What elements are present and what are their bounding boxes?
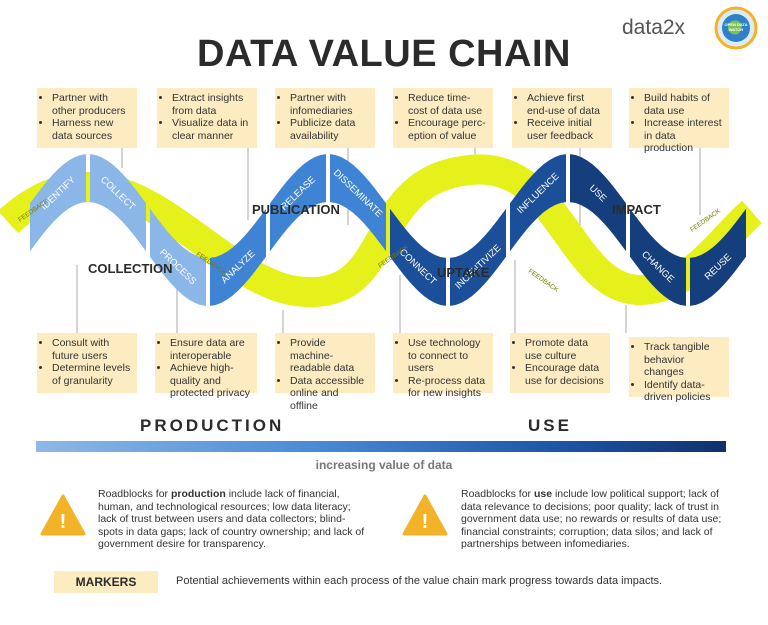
note-item: Ensure data are interoperable (170, 337, 251, 362)
segment-change (630, 208, 686, 306)
note-item: Re-process data for new insights (408, 375, 487, 400)
note-change-reuse: Build habits of data useIncrease interes… (629, 88, 729, 154)
stage-publication: PUBLICATION (252, 202, 340, 217)
segment-use (570, 154, 626, 252)
markers-label: MARKERS (54, 571, 158, 593)
note-item: Partner with infomediaries (290, 92, 369, 117)
value-label: increasing value of data (315, 458, 453, 472)
data2x-logo: data2x (622, 16, 685, 40)
note-item: Achieve first end-use of data (527, 92, 606, 117)
note-item: Encourage perc-eption of value (408, 117, 487, 142)
note-technology-connect: Use technology to connect to usersRe-pro… (393, 333, 493, 399)
production-label: PRODUCTION (140, 416, 285, 435)
note-item: Data accessible online and offline (290, 375, 369, 413)
warning-icon: ! (40, 494, 86, 541)
note-consult-users: Consult with future usersDetermine level… (37, 333, 137, 393)
stage-collection: COLLECTION (88, 261, 173, 276)
note-item: Provide machine-readable data (290, 337, 369, 375)
note-item: Receive initial user feedback (527, 117, 606, 142)
odw-logo-text: OPEN DATA WATCH (724, 22, 748, 32)
globe-icon (714, 6, 758, 50)
feedback-band (0, 154, 763, 307)
note-item: Encourage data use for decisions (525, 362, 604, 387)
segment-disseminate (330, 154, 386, 252)
note-item: Build habits of data use (644, 92, 723, 117)
page-title: DATA VALUE CHAIN (197, 33, 571, 75)
segment-release (270, 154, 326, 252)
note-item: Extract insights from data (172, 92, 251, 117)
note-interoperable: Ensure data are interoperableAchieve hig… (155, 333, 257, 399)
note-item: Increase interest in data production (644, 117, 723, 155)
roadblock-text: include low political support; lack of d… (461, 488, 722, 550)
value-gradient-bar (36, 441, 726, 452)
note-item: Determine levels of granularity (52, 362, 131, 387)
note-item: Partner with other producers (52, 92, 131, 117)
note-item: Achieve high-quality and protected priva… (170, 362, 251, 400)
roadblock-prefix: Roadblocks for (461, 488, 534, 500)
note-item: Visualize data in clear manner (172, 117, 251, 142)
use-label: USE (528, 416, 572, 435)
roadblock-keyword: use (533, 488, 553, 500)
note-influence-use: Achieve first end-use of dataReceive ini… (512, 88, 612, 148)
open-data-watch-logo: OPEN DATA WATCH (714, 6, 758, 50)
note-item: Identify data-driven policies (644, 379, 723, 404)
segment-identify (30, 154, 86, 252)
note-item: Use technology to connect to users (408, 337, 487, 375)
segment-collect (90, 154, 146, 252)
production-roadblocks: Roadblocks for production include lack o… (98, 488, 366, 551)
note-item: Consult with future users (52, 337, 131, 362)
note-behavior-changes: Track tangible behavior changesIdentify … (629, 337, 729, 403)
segment-analyze (210, 208, 266, 306)
roadblock-prefix: Roadblocks for (98, 488, 171, 500)
note-identify-collect: Partner with other producersHarness new … (37, 88, 137, 148)
note-process-analyze: Extract insights from dataVisualize data… (157, 88, 257, 148)
note-item: Publicize data availability (290, 117, 369, 142)
data2x-logo-text: data2x (622, 16, 686, 39)
note-machine-readable: Provide machine-readable dataData access… (275, 333, 375, 412)
segment-process (150, 208, 206, 306)
roadblock-text: include lack of financial, human, and te… (98, 488, 365, 550)
note-item: Reduce time-cost of data use (408, 92, 487, 117)
warning-icon-glyph: ! (422, 511, 429, 533)
stage-uptake: UPTAKE (437, 265, 490, 280)
note-release-disseminate: Partner with infomediariesPublicize data… (275, 88, 375, 148)
segment-influence (510, 154, 566, 252)
segment-reuse (690, 208, 746, 306)
roadblock-keyword: production (170, 488, 226, 500)
stage-impact: IMPACT (612, 202, 661, 217)
warning-icon: ! (402, 494, 448, 541)
markers-text: Potential achievements within each proce… (176, 575, 663, 587)
feedback-label: FEEDBACK (527, 268, 560, 294)
note-item: Promote data use culture (525, 337, 604, 362)
note-connect-incentivize: Reduce time-cost of data useEncourage pe… (393, 88, 493, 148)
note-item: Track tangible behavior changes (644, 341, 723, 379)
note-item: Harness new data sources (52, 117, 131, 142)
segment-incentivize (450, 208, 506, 306)
segment-connect (390, 208, 446, 306)
use-roadblocks: Roadblocks for use include low political… (461, 488, 731, 551)
callout-lines (76, 148, 701, 333)
note-data-culture: Promote data use cultureEncourage data u… (510, 333, 610, 393)
warning-icon-glyph: ! (60, 511, 67, 533)
